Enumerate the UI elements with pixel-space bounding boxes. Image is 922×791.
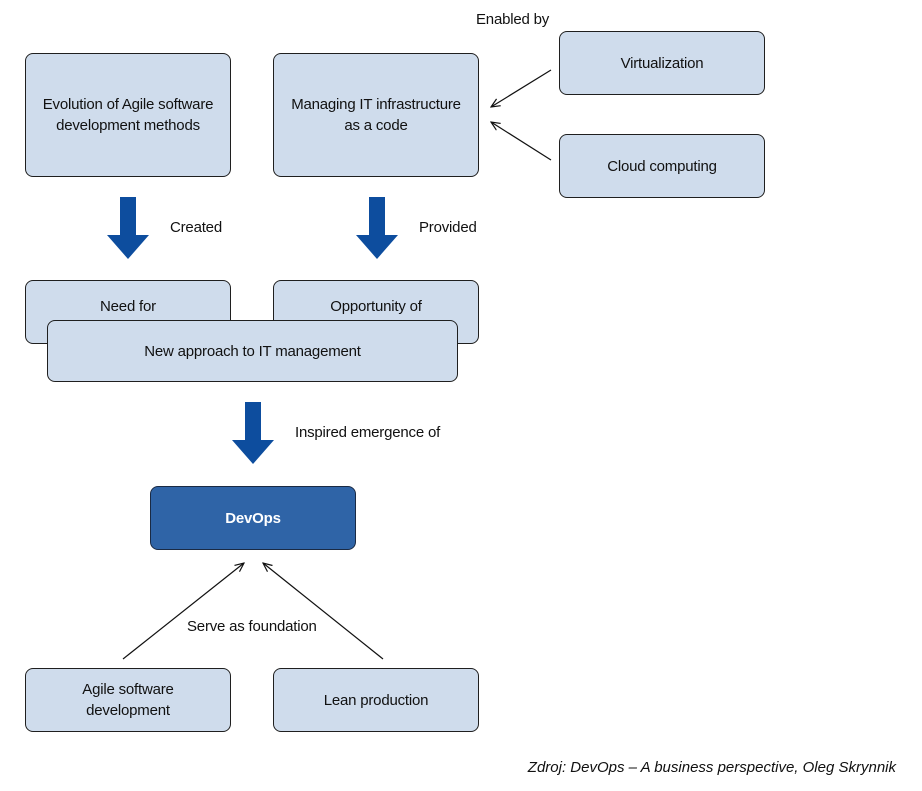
lean-production-box: Lean production (273, 668, 479, 732)
enabled-by-label: Enabled by (476, 11, 550, 28)
serve-as-foundation-label: Serve as foundation (187, 618, 317, 635)
created-block-arrow (107, 197, 149, 259)
cloud-to-iac-arrow (491, 122, 552, 161)
inspired-block-arrow (232, 402, 274, 464)
provided-label: Provided (419, 219, 477, 236)
new-approach-box: New approach to IT management (47, 320, 458, 382)
cloud-computing-box: Cloud computing (559, 134, 765, 198)
iac-box: Managing IT infrastructure as a code (273, 53, 479, 177)
virtualization-to-iac-arrow (491, 69, 552, 107)
agile-development-box: Agile software development (25, 668, 231, 732)
virtualization-box: Virtualization (559, 31, 765, 95)
inspired-emergence-label: Inspired emergence of (295, 424, 441, 441)
lean-to-devops-arrow (263, 563, 384, 660)
agile-to-devops-arrow (122, 563, 244, 660)
devops-box: DevOps (150, 486, 356, 550)
provided-block-arrow (356, 197, 398, 259)
created-label: Created (170, 219, 222, 236)
source-caption: Zdroj: DevOps – A business perspective, … (527, 759, 896, 776)
agile-evolution-box: Evolution of Agile software development … (25, 53, 231, 177)
